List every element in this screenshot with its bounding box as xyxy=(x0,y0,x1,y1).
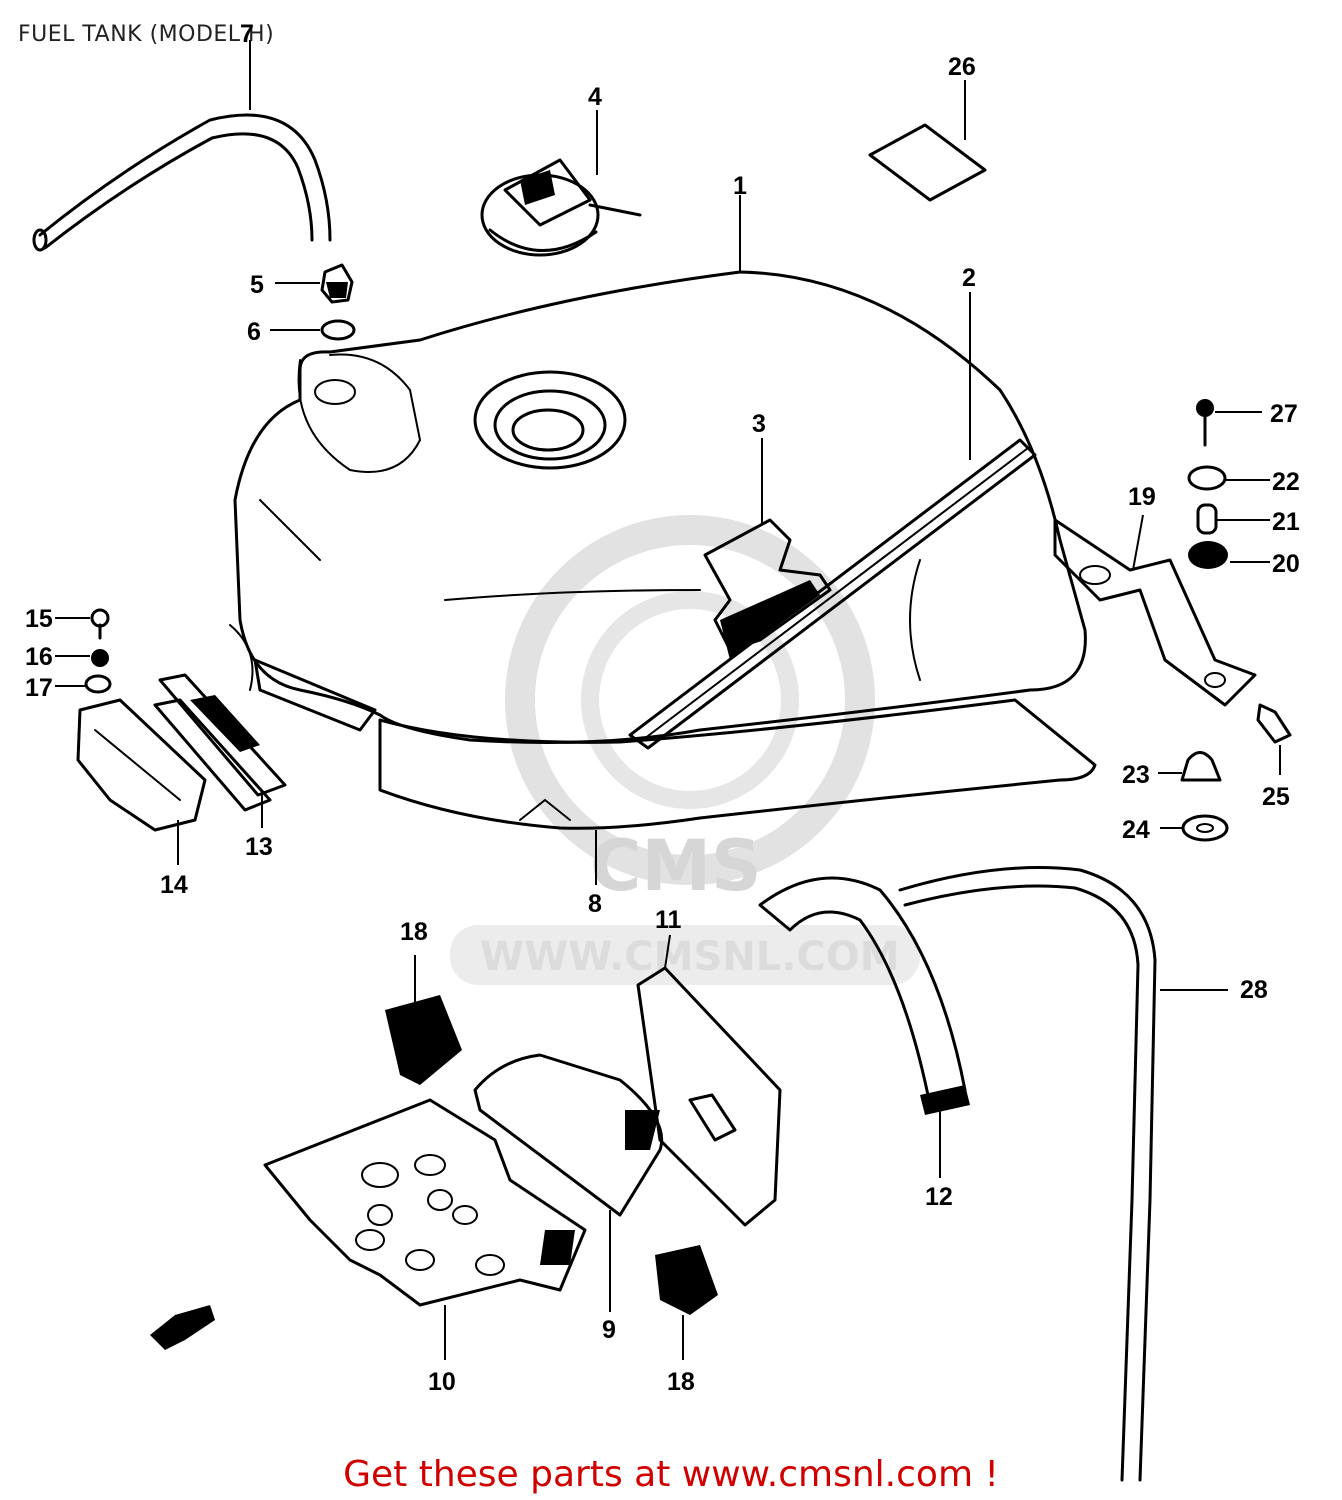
callout-18-upper: 18 xyxy=(400,918,428,946)
callout-3: 3 xyxy=(752,410,766,438)
part-18-clip-lower[interactable] xyxy=(655,1245,718,1360)
callout-19: 19 xyxy=(1128,483,1156,511)
part-15-bolt[interactable] xyxy=(55,608,110,640)
part-21-cushion[interactable] xyxy=(1158,751,1222,782)
part-26-bolt[interactable] xyxy=(1256,703,1292,775)
callout-10: 10 xyxy=(428,1368,456,1396)
part-10-mat[interactable] xyxy=(263,1098,587,1360)
part-11-sheet[interactable] xyxy=(636,934,782,1227)
part-14-cover[interactable] xyxy=(76,698,207,865)
watermark-text: WWW.CMSNL.COM xyxy=(480,934,900,980)
callout-7: 7 xyxy=(240,20,254,48)
callout-13: 13 xyxy=(245,833,273,861)
callout-26: 25 xyxy=(1262,783,1290,811)
callout-21: 23 xyxy=(1122,761,1150,789)
part-18-clip-upper[interactable] xyxy=(385,955,462,1085)
part-7-breather-hose[interactable] xyxy=(32,40,332,252)
callout-8: 8 xyxy=(588,890,602,918)
part-16-nut[interactable] xyxy=(55,649,109,667)
part-3-emblem[interactable] xyxy=(703,438,832,660)
watermark-logo: CMS xyxy=(590,825,761,907)
callout-5: 5 xyxy=(250,271,264,299)
callout-20: 20 xyxy=(1272,550,1300,578)
promo-link[interactable]: Get these parts at www.cmsnl.com ! xyxy=(343,1454,999,1495)
callout-6: 6 xyxy=(247,318,261,346)
forward-arrow-icon xyxy=(150,1305,215,1350)
part-23-collar[interactable] xyxy=(1196,503,1270,535)
part-4-fuel-cap[interactable] xyxy=(480,110,642,257)
callout-14: 14 xyxy=(160,871,188,899)
callout-25: 27 xyxy=(1270,400,1298,428)
callout-17: 17 xyxy=(25,674,53,702)
callout-24: 22 xyxy=(1272,468,1300,496)
callout-15: 15 xyxy=(25,605,53,633)
callout-11: 11 xyxy=(655,906,682,934)
callout-22: 24 xyxy=(1122,816,1150,844)
callout-1: 1 xyxy=(733,172,747,200)
page-title: FUEL TANK (MODEL H) xyxy=(18,22,275,47)
part-6-washer[interactable] xyxy=(270,319,356,341)
callout-27: 28 xyxy=(1240,976,1268,1004)
part-13-pad[interactable] xyxy=(153,673,287,828)
part-5-fitting[interactable] xyxy=(275,263,354,304)
cmsnl-watermark: CMS WWW.CMSNL.COM xyxy=(450,515,920,985)
callout-4: 4 xyxy=(588,83,602,111)
part-2-stripe[interactable] xyxy=(628,292,1037,750)
callout-9: 9 xyxy=(602,1316,616,1344)
callout-labels: 7 4 26 1 2 5 6 3 27 22 19 21 20 15 16 17… xyxy=(25,20,1300,1396)
part-12-cushion-strip[interactable] xyxy=(758,876,970,1178)
part-24-washer[interactable] xyxy=(1187,465,1270,491)
part-28-label-sticker[interactable] xyxy=(868,80,987,202)
part-1-fuel-tank[interactable] xyxy=(229,195,1097,885)
callout-12: 12 xyxy=(925,1183,953,1211)
callout-28: 26 xyxy=(948,53,976,81)
part-27-drain-tube[interactable] xyxy=(898,866,1228,1482)
part-17-washer[interactable] xyxy=(55,674,112,694)
callout-23: 21 xyxy=(1272,508,1300,536)
part-9-plate[interactable] xyxy=(473,1053,664,1312)
callout-2: 2 xyxy=(962,264,976,292)
part-22-washer[interactable] xyxy=(1160,814,1229,842)
part-20-cushion[interactable] xyxy=(1188,541,1270,569)
part-19-bracket[interactable] xyxy=(1053,514,1257,707)
callout-18-lower: 18 xyxy=(667,1368,695,1396)
part-25-bolt[interactable] xyxy=(1196,399,1262,447)
callout-16: 16 xyxy=(25,643,53,671)
